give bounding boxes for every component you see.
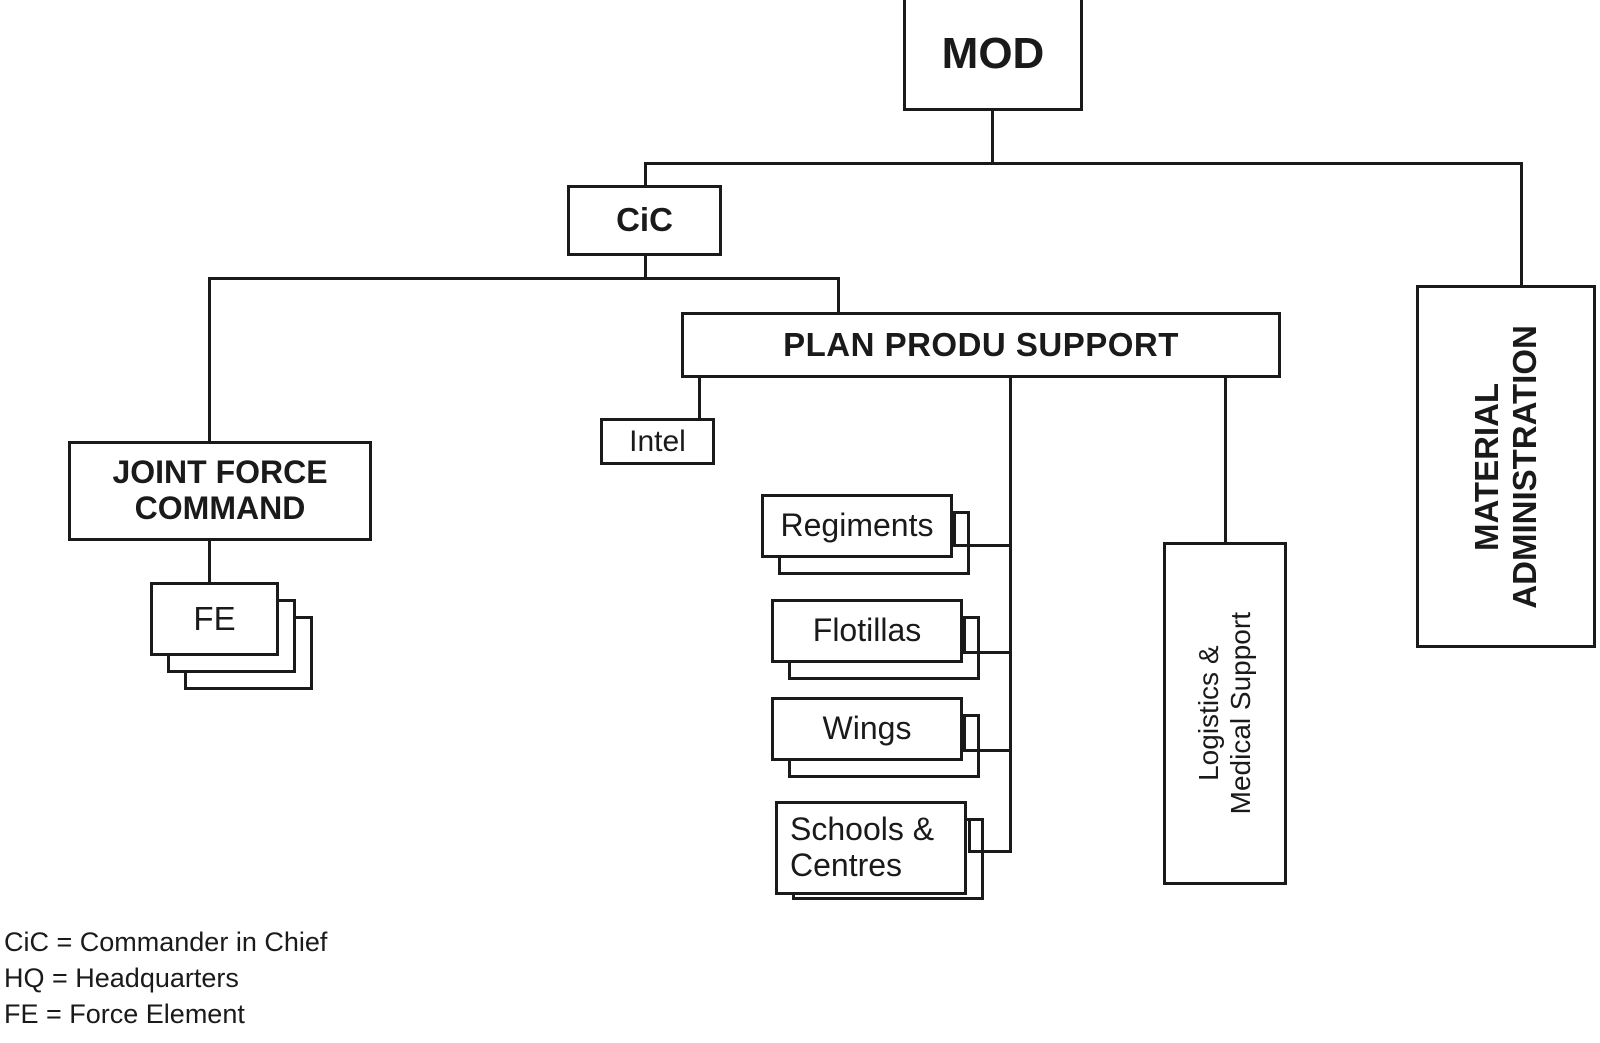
connector-material-admin-drop (1520, 162, 1523, 288)
connector-schools-branch (968, 850, 1012, 853)
connector-wings-branch (963, 749, 1012, 752)
connector-flotillas-riser (963, 616, 966, 654)
legend-item-hq: HQ = Headquarters (4, 962, 239, 993)
connector-regiments-riser (953, 511, 956, 547)
connector-mod-stem (991, 110, 994, 165)
connector-flotillas-branch (963, 651, 1012, 654)
node-fe[interactable]: FE (150, 582, 279, 656)
node-wings[interactable]: Wings (771, 697, 963, 761)
connector-wings-riser (963, 714, 966, 752)
node-mod-label: MOD (941, 29, 1045, 79)
node-logistics-medical-support-line1: Logistics & (1192, 645, 1224, 782)
node-material-administration-line2: ADMINISTRATION (1506, 324, 1543, 609)
node-schools-centres-line1: Schools & (790, 811, 935, 848)
node-joint-force-command-line2: COMMAND (134, 490, 306, 526)
node-intel-label: Intel (629, 424, 686, 458)
node-regiments-label: Regiments (780, 507, 934, 544)
connector-cic-bus (208, 277, 840, 280)
node-cic-label: CiC (616, 201, 673, 239)
connector-top-bus (644, 162, 1523, 165)
connector-branch-bar-drop (837, 277, 840, 315)
node-logistics-medical-support[interactable]: Logistics & Medical Support (1163, 542, 1287, 885)
node-wings-label: Wings (822, 710, 912, 747)
legend-item-fe: FE = Force Element (4, 998, 245, 1029)
connector-regiments-branch (953, 544, 1012, 547)
node-flotillas[interactable]: Flotillas (771, 599, 963, 663)
node-intel[interactable]: Intel (600, 418, 715, 465)
node-mod[interactable]: MOD (903, 0, 1083, 111)
node-joint-force-command[interactable]: JOINT FORCE COMMAND (68, 441, 372, 541)
node-fe-label: FE (193, 599, 236, 637)
node-branch-bar[interactable]: PLAN PRODU SUPPORT (681, 312, 1281, 378)
connector-produ-trunk (1009, 375, 1012, 853)
connector-schools-riser (968, 818, 971, 853)
node-schools-centres-line2: Centres (790, 847, 903, 883)
node-joint-force-command-line1: JOINT FORCE (112, 454, 328, 491)
connector-jfc-drop (208, 277, 211, 444)
connector-support-to-logistics (1224, 375, 1227, 560)
connector-cic-stem (644, 253, 647, 280)
connector-plan-to-intel (698, 375, 701, 421)
node-branch-bar-label: PLAN PRODU SUPPORT (783, 325, 1179, 363)
node-logistics-medical-support-line2: Medical Support (1225, 612, 1256, 815)
legend: CiC = Commander in Chief HQ = Headquarte… (4, 925, 327, 1033)
node-cic[interactable]: CiC (567, 185, 722, 256)
node-material-administration[interactable]: MATERIAL ADMINISTRATION (1416, 285, 1596, 648)
node-schools-centres[interactable]: Schools & Centres (775, 801, 967, 895)
legend-item-cic: CiC = Commander in Chief (4, 927, 328, 957)
node-material-administration-line1: MATERIAL (1468, 382, 1506, 551)
node-flotillas-label: Flotillas (812, 612, 922, 649)
node-regiments[interactable]: Regiments (761, 494, 953, 558)
connector-jfc-to-fe (208, 538, 211, 585)
connector-cic-drop (644, 162, 647, 188)
